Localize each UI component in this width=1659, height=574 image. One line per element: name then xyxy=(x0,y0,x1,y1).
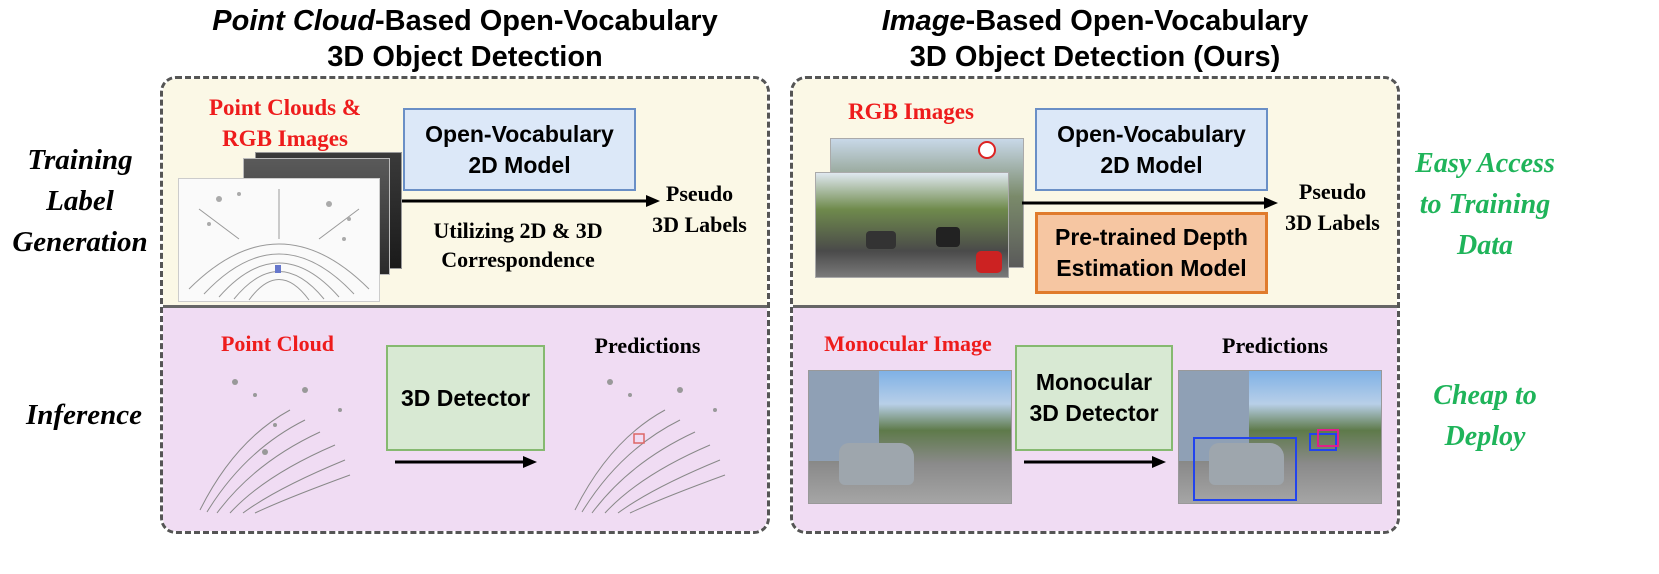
right-section-divider xyxy=(793,305,1397,308)
row-label-training: Training Label Generation xyxy=(0,140,160,263)
left-model-box-line1: Open-Vocabulary xyxy=(425,120,614,147)
benefit-training: Easy Access to Training Data xyxy=(1400,143,1570,266)
right-train-arrow xyxy=(1022,197,1278,209)
right-model-box-line2: 2D Model xyxy=(1100,151,1203,178)
left-infer-arrow xyxy=(395,456,537,468)
right-pseudo-labels-line2: 3D Labels xyxy=(1285,210,1380,235)
rgb-images-stack xyxy=(815,138,1025,278)
monocular-detector-line2: 3D Detector xyxy=(1029,400,1159,426)
left-3d-detector-label: 3D Detector xyxy=(400,384,531,411)
point-cloud-render xyxy=(188,189,370,301)
right-infer-input-label-text: Monocular Image xyxy=(824,331,992,356)
benefit-training-line3: Data xyxy=(1457,230,1513,261)
left-predictions-label-text: Predictions xyxy=(594,333,701,358)
right-title-rest: -Based Open-Vocabulary xyxy=(965,5,1309,37)
right-predictions-label: Predictions xyxy=(1195,332,1355,360)
left-train-input-label-line1: Point Clouds & xyxy=(208,95,362,120)
left-title: Point Cloud-Based Open-Vocabulary 3D Obj… xyxy=(160,3,770,75)
depth-estimation-model: Pre-trained Depth Estimation Model xyxy=(1035,212,1268,294)
row-label-training-line2: Label xyxy=(46,185,114,217)
row-label-training-line3: Generation xyxy=(12,226,148,258)
left-open-vocab-2d-model: Open-Vocabulary 2D Model xyxy=(403,108,636,191)
right-title: Image-Based Open-Vocabulary 3D Object De… xyxy=(790,3,1400,75)
right-pseudo-labels: Pseudo 3D Labels xyxy=(1270,176,1395,238)
right-open-vocab-2d-model: Open-Vocabulary 2D Model xyxy=(1035,108,1268,191)
point-cloud-input-render xyxy=(199,379,351,514)
point-cloud-prediction-render xyxy=(574,379,726,514)
left-arrow-label-line1: Utilizing 2D & 3D xyxy=(433,218,603,243)
left-pseudo-labels-line2: 3D Labels xyxy=(652,212,747,237)
left-infer-input-label: Point Cloud xyxy=(190,330,365,358)
depth-box-line2: Estimation Model xyxy=(1056,255,1247,281)
left-train-input-label-line2: RGB Images xyxy=(222,126,348,151)
right-predictions-label-text: Predictions xyxy=(1222,333,1328,358)
right-train-input-label: RGB Images xyxy=(826,98,996,126)
bounding-box xyxy=(1193,437,1297,501)
car-icon xyxy=(866,231,896,249)
left-title-line2: 3D Object Detection xyxy=(327,41,603,73)
benefit-inference-line1: Cheap to xyxy=(1433,380,1537,411)
right-infer-input-label: Monocular Image xyxy=(808,330,1008,358)
left-title-italic: Point Cloud xyxy=(212,5,375,37)
car-icon xyxy=(1209,443,1284,485)
right-train-input-label-text: RGB Images xyxy=(848,99,974,124)
benefit-training-line1: Easy Access xyxy=(1415,148,1555,179)
left-model-box-line2: 2D Model xyxy=(468,151,571,178)
row-label-inference-text: Inference xyxy=(26,399,142,431)
row-label-inference: Inference xyxy=(0,395,168,436)
prediction-image xyxy=(1178,370,1382,504)
monocular-3d-detector: Monocular 3D Detector xyxy=(1015,345,1173,451)
right-infer-arrow xyxy=(1024,456,1166,468)
benefit-inference: Cheap to Deploy xyxy=(1400,375,1570,457)
left-3d-detector: 3D Detector xyxy=(386,345,545,451)
car-icon xyxy=(976,251,1002,273)
point-cloud-image xyxy=(178,178,380,302)
right-title-line2: 3D Object Detection (Ours) xyxy=(909,41,1281,73)
left-pseudo-labels: Pseudo 3D Labels xyxy=(637,178,762,240)
row-label-training-line1: Training xyxy=(27,144,133,176)
monocular-image xyxy=(808,370,1012,504)
left-arrow-label-line2: Correspondence xyxy=(441,247,595,272)
benefit-inference-line2: Deploy xyxy=(1444,421,1526,452)
depth-box-line1: Pre-trained Depth xyxy=(1055,224,1248,250)
bounding-box xyxy=(1317,429,1339,447)
monocular-detector-line1: Monocular xyxy=(1035,369,1153,395)
car-icon xyxy=(839,443,914,485)
rgb-image-front xyxy=(815,141,1009,278)
right-pseudo-labels-line1: Pseudo xyxy=(1298,179,1367,204)
bounding-box xyxy=(1309,433,1337,451)
left-train-arrow xyxy=(402,195,660,207)
road-sign-icon xyxy=(978,141,996,159)
right-model-box-line1: Open-Vocabulary xyxy=(1057,120,1246,147)
left-infer-input-label-text: Point Cloud xyxy=(220,331,335,356)
left-arrow-label: Utilizing 2D & 3D Correspondence xyxy=(403,216,633,274)
car-icon xyxy=(936,227,960,247)
benefit-training-line2: to Training xyxy=(1419,189,1551,220)
left-section-divider xyxy=(163,305,767,308)
right-title-italic: Image xyxy=(881,5,966,37)
left-title-rest: -Based Open-Vocabulary xyxy=(374,5,718,37)
left-predictions-label: Predictions xyxy=(570,332,725,360)
left-train-input-label: Point Clouds & RGB Images xyxy=(190,92,380,154)
left-pseudo-labels-line1: Pseudo xyxy=(665,181,734,206)
